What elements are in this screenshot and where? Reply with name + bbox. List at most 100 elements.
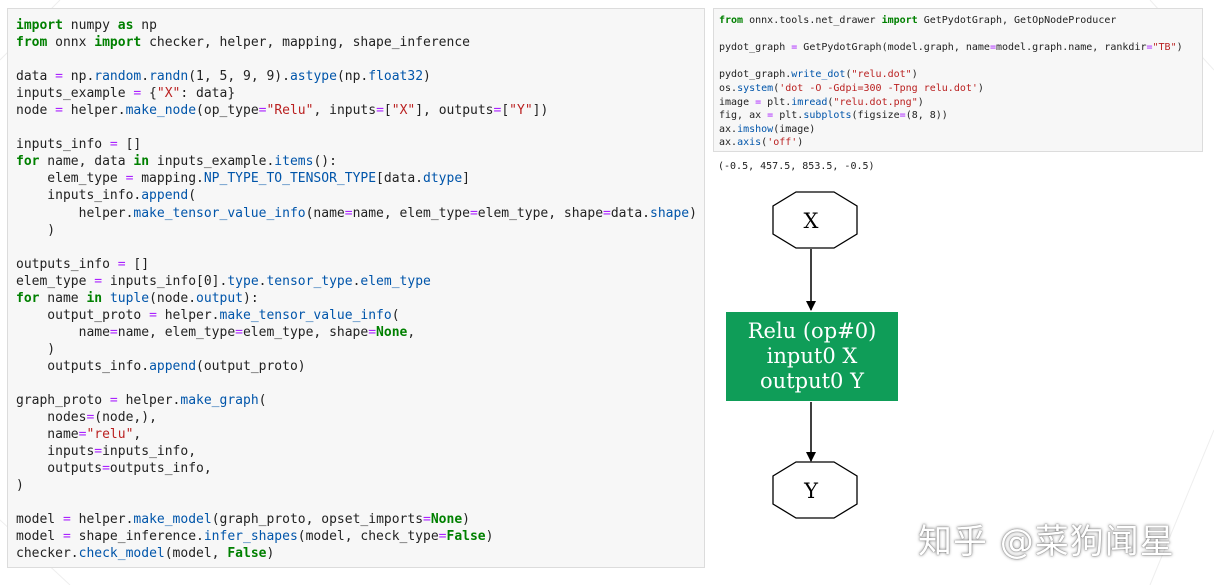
code-token: ,: [407, 324, 416, 340]
code-token: tensor_type: [266, 273, 353, 289]
graph-node-op: [726, 312, 898, 401]
code-token: =: [767, 110, 774, 122]
code-token: plt.: [761, 96, 792, 108]
code-token: items: [274, 154, 314, 170]
code-token: numpy: [62, 18, 118, 33]
code-token: =: [125, 171, 134, 187]
code-token: helper.: [62, 103, 126, 119]
code-token: inputs_info,: [102, 444, 197, 460]
code-token: np.: [62, 69, 95, 85]
code-token: =: [989, 42, 996, 54]
graph-node-op-line-2: input0 X: [767, 344, 858, 368]
code-line: model = helper.make_model(graph_proto, o…: [16, 511, 704, 528]
code-token: data.: [610, 205, 650, 221]
code-token: (: [827, 96, 834, 108]
graph-node-output-shape: [772, 461, 858, 519]
code-token: None: [376, 324, 408, 340]
code-line: output_proto = helper.make_tensor_value_…: [16, 307, 704, 324]
code-token: import: [16, 18, 63, 33]
code-token: plt.: [773, 110, 804, 122]
code-line: helper.make_tensor_value_info(name=name,…: [16, 205, 704, 222]
code-line: [16, 239, 704, 256]
code-token: name: [39, 290, 87, 306]
code-token: from: [719, 15, 744, 26]
code-line: [719, 28, 1202, 42]
code-token: =: [1146, 42, 1153, 54]
code-token: ax.: [719, 137, 738, 149]
code-line: [16, 119, 704, 136]
code-token: =: [376, 103, 384, 119]
code-token: 'off': [767, 137, 798, 149]
code-line: from onnx.tools.net_drawer import GetPyd…: [719, 14, 1202, 28]
code-token: ): [1176, 42, 1183, 54]
code-token: ]: [462, 171, 470, 187]
code-line: import numpy as np: [16, 17, 704, 34]
code-token: helper.: [117, 393, 181, 409]
code-block-right[interactable]: from onnx.tools.net_drawer import GetPyd…: [714, 9, 1202, 150]
code-token: name, data: [39, 154, 134, 170]
code-token: []: [125, 256, 150, 272]
code-token: imread: [791, 96, 828, 108]
code-token: "X": [391, 103, 416, 119]
code-token: .: [352, 273, 361, 289]
code-token: outputs_info.: [16, 358, 150, 374]
code-token: ): [689, 205, 697, 221]
code-line: elem_type = inputs_info[0].type.tensor_t…: [16, 273, 704, 290]
code-token: as: [117, 18, 134, 33]
code-line: inputs_info = []: [16, 136, 704, 153]
code-token: write_dot: [791, 69, 846, 81]
code-token: =: [133, 86, 142, 102]
code-line: inputs_info.append(: [16, 187, 704, 204]
code-token: checker, helper, mapping, shape_inferenc…: [141, 35, 470, 51]
code-cell-right[interactable]: from onnx.tools.net_drawer import GetPyd…: [713, 8, 1203, 152]
code-token: NP_TYPE_TO_TENSOR_TYPE: [203, 171, 377, 187]
code-token: append: [149, 358, 197, 374]
code-token: None: [430, 512, 463, 528]
code-token: =: [62, 512, 71, 528]
code-token: (: [188, 188, 197, 204]
code-token: for: [16, 154, 40, 170]
code-token: elem_type, shape: [242, 324, 369, 340]
code-token: graph_proto: [16, 393, 110, 409]
code-token: make_tensor_value_info: [133, 205, 306, 221]
code-token: ax.: [719, 123, 738, 135]
code-token: .: [258, 273, 267, 289]
code-line: image = plt.imread("relu.dot.png"): [719, 96, 1202, 110]
code-token: onnx.tools.net_drawer: [743, 15, 882, 26]
code-token: =: [109, 393, 118, 409]
code-token: ): [917, 96, 924, 108]
code-token: (node,),: [94, 410, 157, 426]
code-line: inputs_example = {"X": data}: [16, 85, 704, 102]
code-token: helper.: [16, 205, 134, 221]
code-token: fig, ax: [719, 110, 768, 122]
code-token: elem_type: [360, 273, 431, 289]
code-token: =: [94, 273, 103, 289]
code-token: ():: [313, 154, 337, 170]
code-token: "relu": [86, 427, 134, 443]
code-token: (: [845, 69, 852, 81]
code-token: output: [196, 290, 244, 306]
code-token: : data}: [180, 86, 236, 102]
code-token: inputs_example: [16, 86, 134, 102]
code-token: False: [446, 529, 486, 545]
code-token: make_node: [125, 103, 197, 119]
code-token: =: [344, 205, 353, 221]
code-line: name="relu",: [16, 426, 704, 443]
code-token: check_model: [78, 546, 165, 562]
code-token: shape: [650, 205, 690, 221]
code-token: (output_proto): [196, 358, 306, 374]
code-token: import: [881, 15, 918, 26]
code-token: model: [16, 529, 63, 545]
code-token: np: [133, 18, 157, 33]
code-token: (: [761, 137, 768, 149]
code-token: =: [55, 69, 63, 85]
code-line: ): [16, 222, 704, 239]
code-token: name, elem_type: [117, 324, 236, 340]
code-token: =: [86, 410, 95, 426]
code-token: name: [16, 427, 79, 443]
graph-node-input-label: X: [804, 209, 819, 233]
code-line: ): [16, 477, 704, 494]
code-token: in: [133, 154, 150, 170]
